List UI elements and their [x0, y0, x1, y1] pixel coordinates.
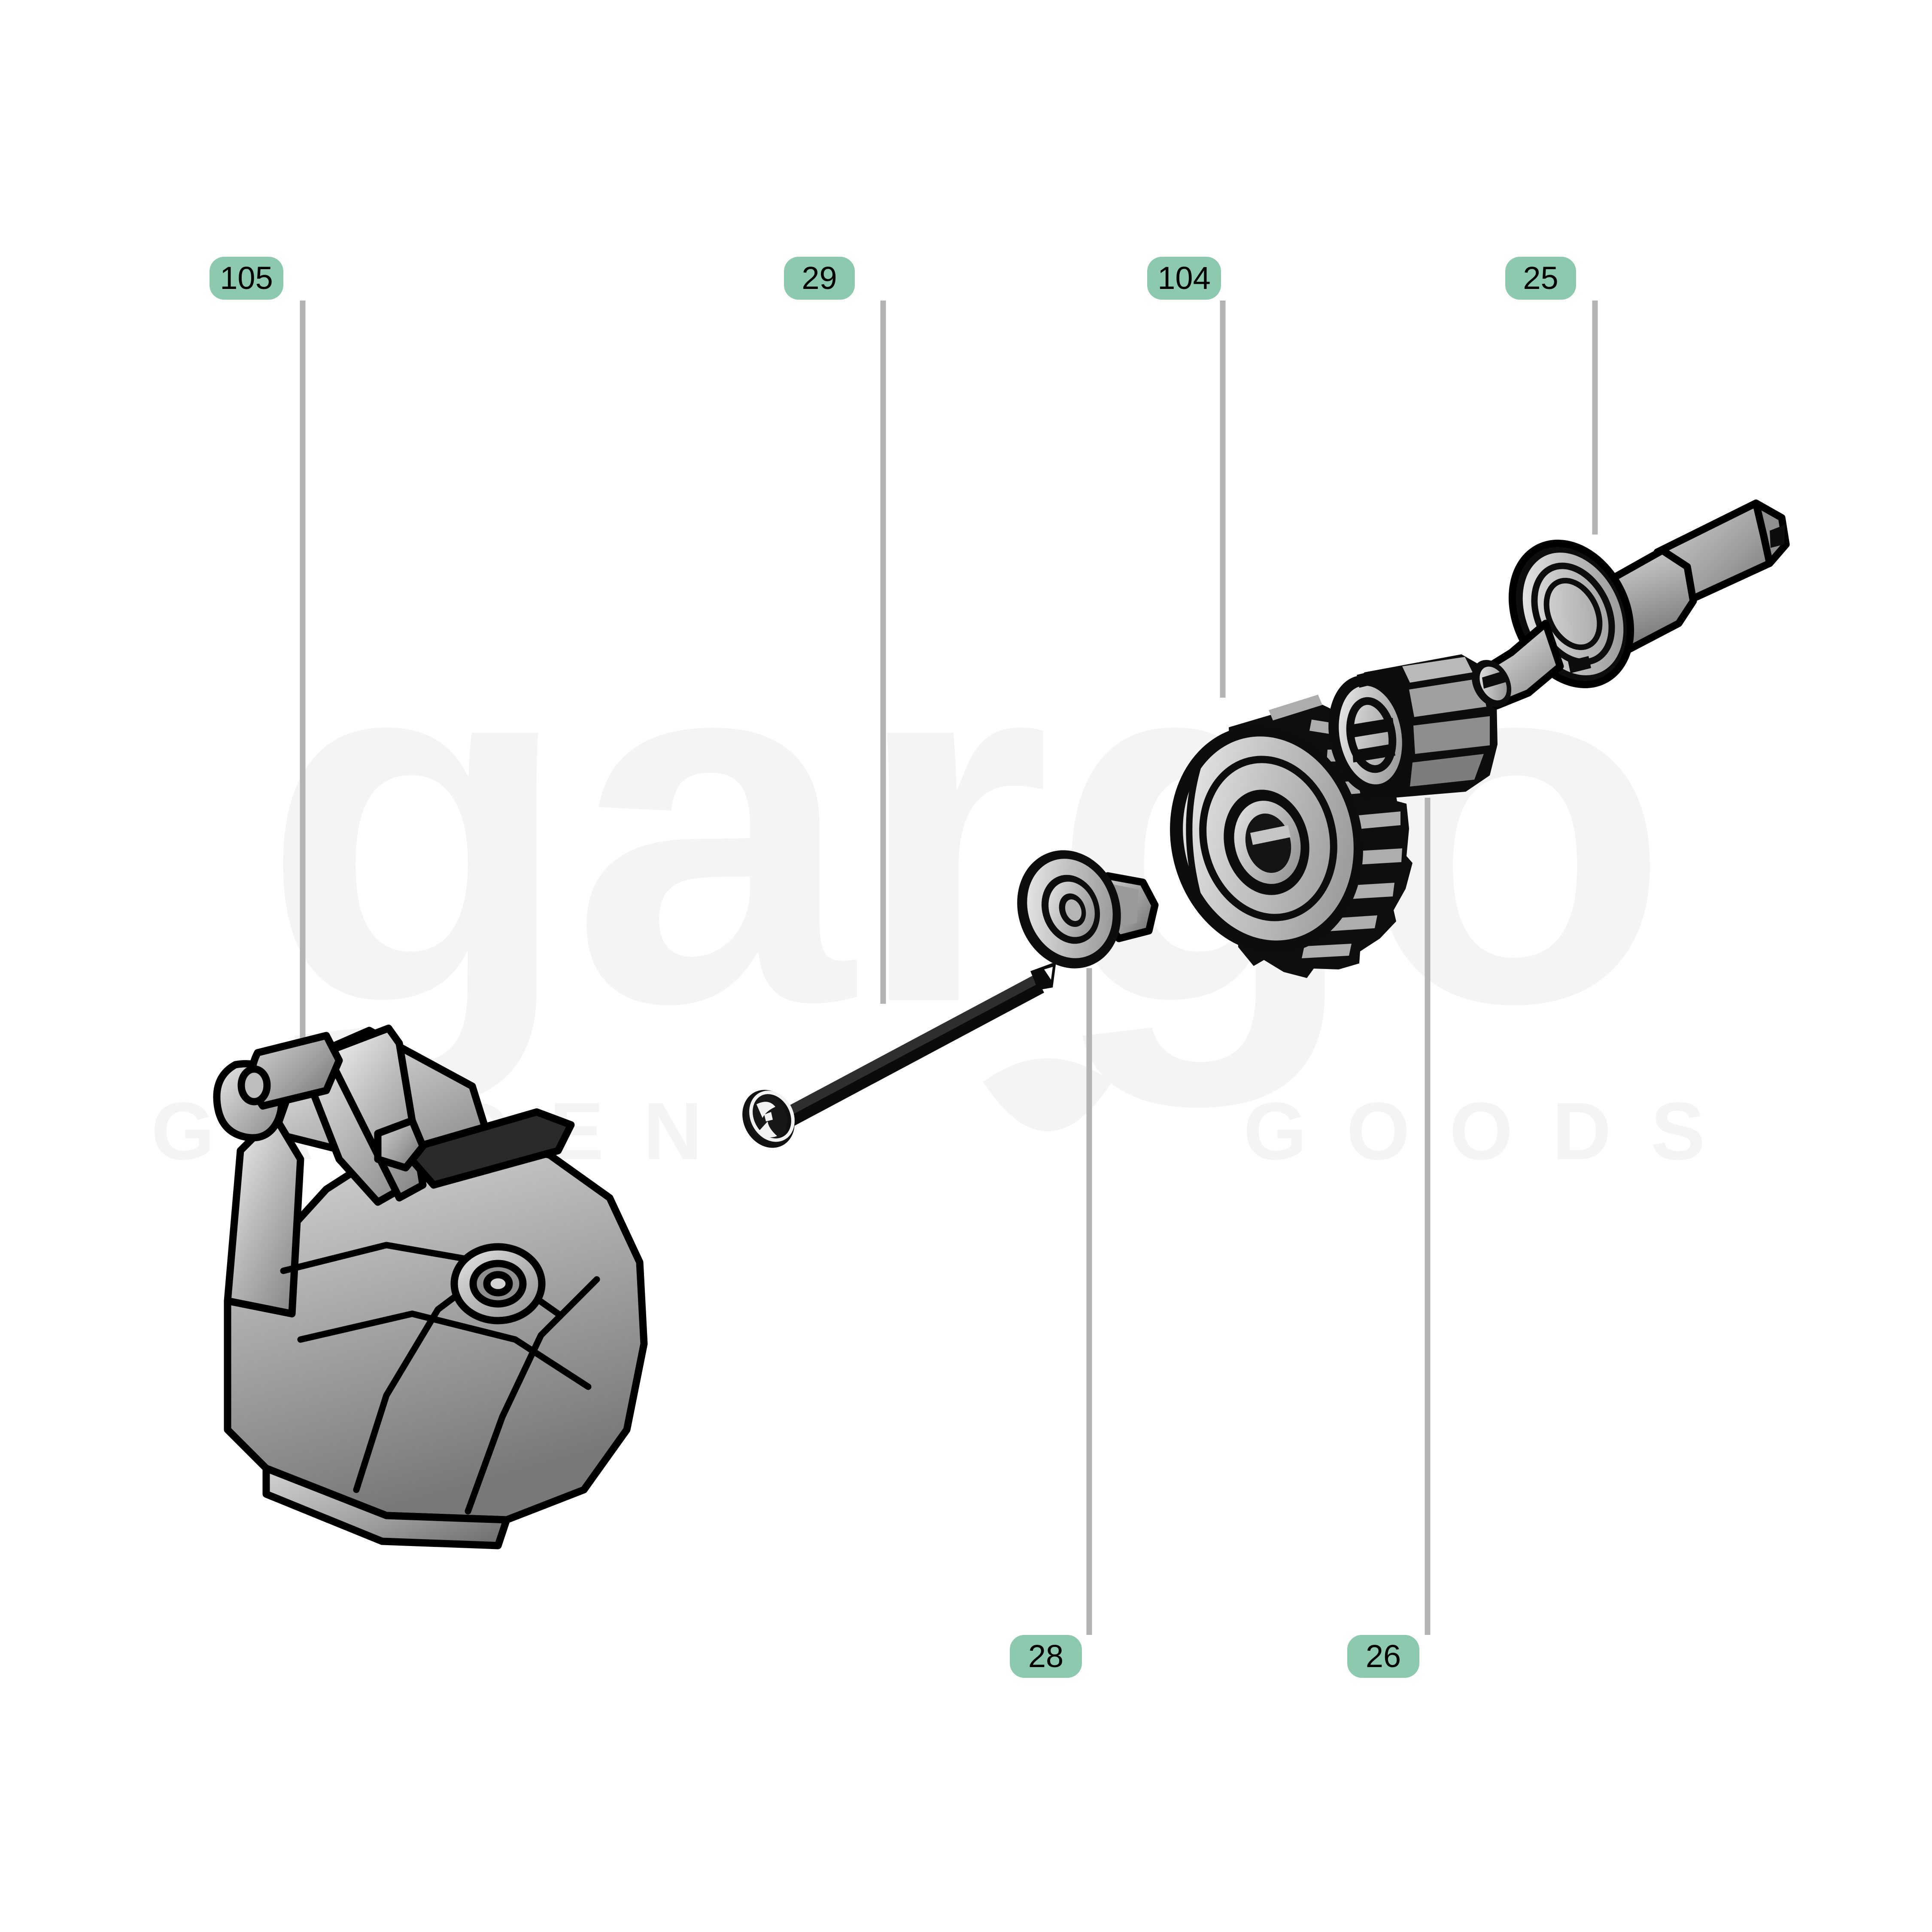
- callout-28[interactable]: 28: [1010, 1635, 1082, 1678]
- callout-25[interactable]: 25: [1505, 257, 1576, 300]
- callout-104[interactable]: 104: [1147, 257, 1221, 300]
- part-long-screw: [742, 962, 1056, 1148]
- part-splined-coupler: [1328, 654, 1498, 801]
- callout-29-label: 29: [802, 260, 837, 296]
- part-gear-housing-cover: [213, 1024, 648, 1549]
- part-flanged-bushing: [1017, 850, 1159, 969]
- callout-25-label: 25: [1523, 260, 1558, 296]
- watermark-tagline-right: GOODS: [1243, 1086, 1744, 1177]
- watermark-leaf-icon: [983, 1058, 1112, 1131]
- callout-29[interactable]: 29: [784, 257, 855, 300]
- callout-104-label: 104: [1157, 260, 1211, 296]
- callout-26-label: 26: [1365, 1638, 1401, 1674]
- callout-105-label: 105: [220, 260, 273, 296]
- callout-28-label: 28: [1028, 1638, 1064, 1674]
- part-drive-shaft: [1471, 499, 1790, 710]
- callout-26[interactable]: 26: [1347, 1635, 1419, 1678]
- callout-105[interactable]: 105: [210, 257, 283, 300]
